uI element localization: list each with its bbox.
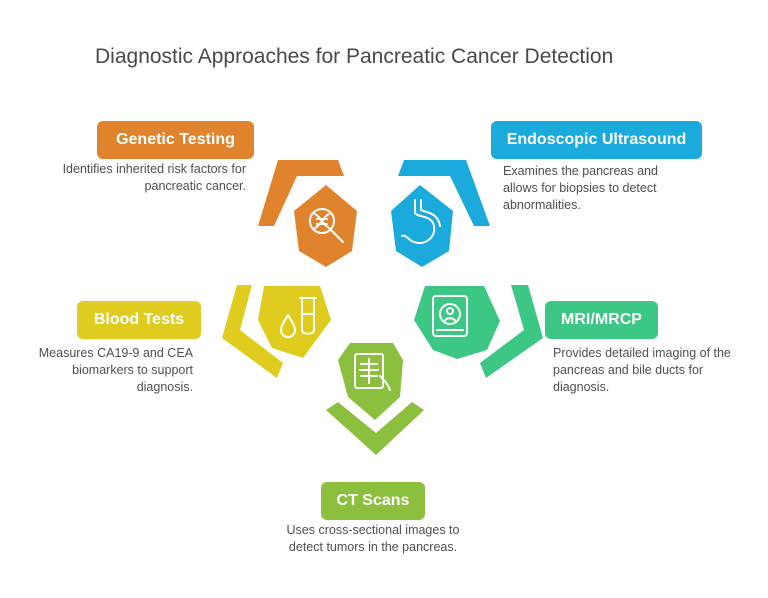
genetic-outer-chevron [258,160,344,226]
description-blood-tests: Measures CA19-9 and CEA biomarkers to su… [38,346,193,394]
description-mri-mrcp: Provides detailed imaging of the pancrea… [553,346,731,394]
description-endoscopic-ultrasound: Examines the pancreas and allows for bio… [503,164,658,212]
dna-magnifier-icon [309,208,344,243]
description-genetic-testing: Identifies inherited risk factors for pa… [62,162,246,193]
mri-pentagon [414,286,500,359]
blood-pentagon [258,286,331,358]
page-title: Diagnostic Approaches for Pancreatic Can… [95,45,614,68]
label-blood-tests: Blood Tests [77,301,201,339]
mri-outer-chevron [480,285,543,378]
endoscopic-pentagon [391,185,453,267]
blood-outer-chevron [222,285,283,378]
mri-scanner-icon [432,295,468,337]
segment-blood-tests [222,285,331,378]
ct-outer-chevron [326,402,424,455]
label-mri-mrcp: MRI/MRCP [545,301,658,339]
segment-endoscopic-ultrasound [391,160,490,267]
endoscopic-outer-chevron [398,160,490,226]
segment-genetic-testing [258,160,357,267]
segment-mri-mrcp [414,285,543,378]
label-genetic-testing: Genetic Testing [97,121,254,159]
ct-scan-icon [354,353,391,391]
blood-test-tube-icon [280,297,317,338]
description-ct-scans: Uses cross-sectional images to detect tu… [286,523,460,554]
label-ct-scans: CT Scans [321,482,425,520]
segment-ct-scans [326,343,424,455]
stomach-icon [401,199,441,244]
label-endoscopic-ultrasound: Endoscopic Ultrasound [491,121,702,159]
